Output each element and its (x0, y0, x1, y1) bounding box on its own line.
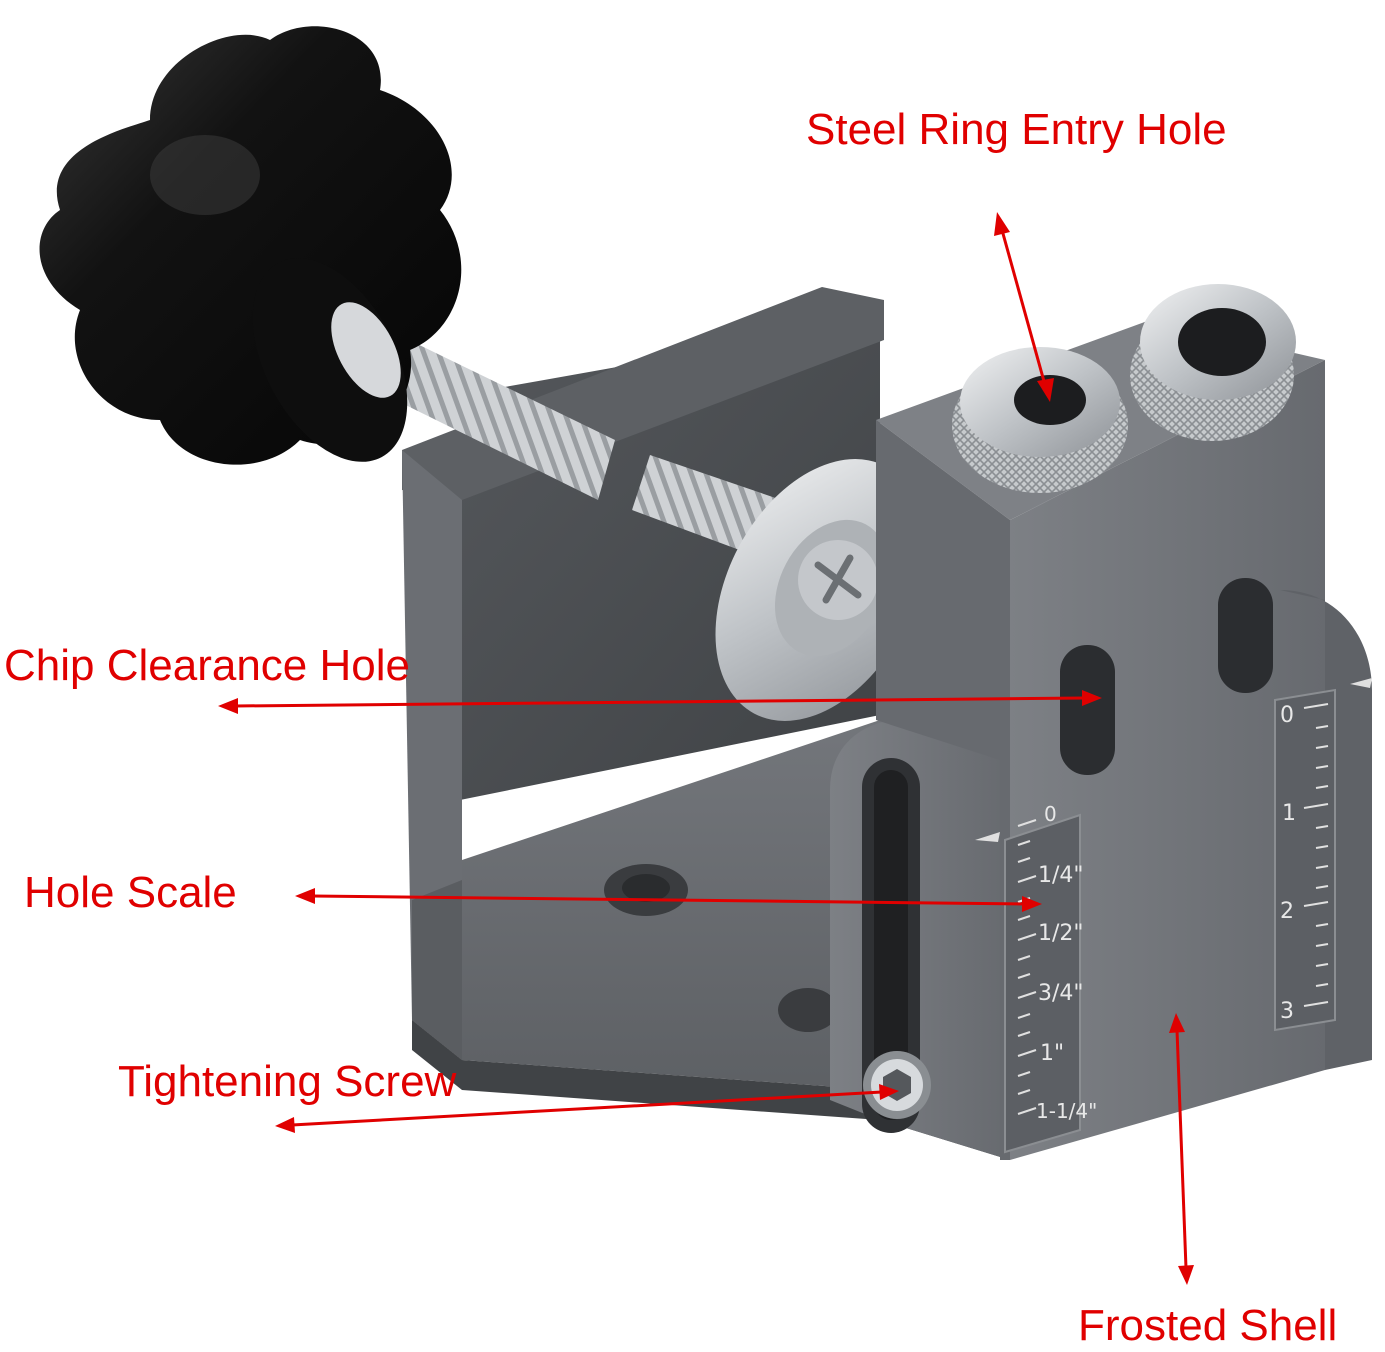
steel-ring-bushing-right (1130, 284, 1296, 441)
scale-right-1: 1 (1282, 801, 1296, 826)
arrow-steel-ring (994, 212, 1054, 402)
scale-left-1-1-4: 1-1/4" (1036, 1099, 1097, 1123)
scale-left-1-4: 1/4" (1038, 863, 1084, 888)
label-steel-ring-entry-hole: Steel Ring Entry Hole (806, 105, 1227, 154)
arrow-frosted-shell (1169, 1013, 1194, 1285)
guide-plate (830, 720, 1010, 1160)
scale-left-1-2: 1/2" (1038, 921, 1084, 946)
scale-left-3-4: 3/4" (1038, 981, 1084, 1006)
arrow-chip-clearance (218, 690, 1102, 714)
label-frosted-shell: Frosted Shell (1078, 1301, 1337, 1350)
star-knob-icon (39, 26, 462, 465)
scale-right-0: 0 (1280, 703, 1294, 728)
clamp-screw (355, 322, 925, 721)
scale-left-1: 1" (1040, 1041, 1064, 1066)
arrow-hole-scale (295, 888, 1042, 912)
scale-right-3: 3 (1280, 999, 1294, 1024)
label-tightening-screw: Tightening Screw (118, 1057, 457, 1106)
depth-scale-plate: 0 1 2 3 (1274, 678, 1372, 1032)
label-hole-scale: Hole Scale (24, 868, 237, 917)
arrow-tightening (275, 1084, 899, 1133)
scale-left-0: 0 (1044, 802, 1057, 826)
scale-right-2: 2 (1280, 899, 1294, 924)
hex-screw-icon (863, 1051, 931, 1119)
steel-ring-bushing-left (952, 347, 1128, 493)
label-chip-clearance-hole: Chip Clearance Hole (4, 641, 410, 690)
